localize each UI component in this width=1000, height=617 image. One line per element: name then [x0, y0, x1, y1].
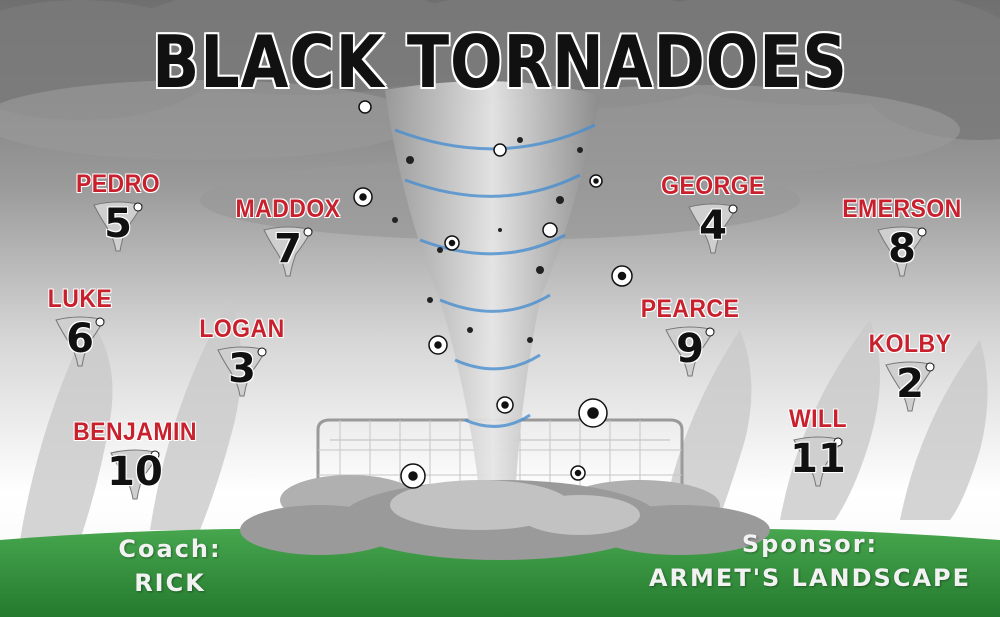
player-name: GEORGE — [661, 172, 765, 200]
player-name: LOGAN — [199, 315, 285, 343]
tornado-icon — [688, 203, 738, 254]
tornado-icon — [665, 326, 715, 377]
player-name: LUKE — [47, 285, 113, 313]
player-entry: MADDOX 7 — [208, 195, 368, 280]
tornado-icon — [263, 226, 313, 277]
player-entry: EMERSON 8 — [822, 195, 982, 280]
team-title: BLACK TORNADOES — [151, 19, 848, 106]
player-name: BENJAMIN — [73, 418, 197, 446]
player-name: EMERSON — [842, 195, 962, 223]
player-entry: KOLBY 2 — [830, 330, 990, 415]
player-entry: PEDRO 5 — [38, 170, 198, 255]
player-number: 3 — [228, 346, 256, 392]
player-entry: GEORGE 4 — [633, 172, 793, 257]
tornado-icon — [885, 361, 935, 412]
player-number: 2 — [896, 361, 924, 407]
player-entry: PEARCE 9 — [610, 295, 770, 380]
player-entry: LUKE 6 — [0, 285, 160, 370]
coach-name: RICK — [134, 569, 206, 597]
coach-label: Coach: — [118, 535, 222, 563]
player-number: 5 — [104, 201, 132, 247]
player-name: KOLBY — [868, 330, 952, 358]
sponsor-label: Sponsor: — [741, 530, 879, 558]
coach-credit: Coach: RICK — [100, 535, 240, 597]
player-number: 11 — [790, 436, 846, 482]
soccer-ball-icon — [353, 100, 633, 489]
player-number: 4 — [699, 203, 727, 249]
player-entry: BENJAMIN 10 — [55, 418, 215, 503]
sponsor-credit: Sponsor: ARMET'S LANDSCAPE — [620, 530, 1000, 592]
tornado-icon — [877, 226, 927, 277]
player-number: 9 — [676, 326, 704, 372]
tornado-icon — [793, 436, 843, 487]
player-number: 7 — [274, 226, 302, 272]
tornado-icon — [110, 449, 160, 500]
player-number: 6 — [66, 316, 94, 362]
player-name: PEARCE — [640, 295, 740, 323]
tornado-icon — [217, 346, 267, 397]
player-number: 8 — [888, 226, 916, 272]
player-name: PEDRO — [75, 170, 161, 198]
player-name: WILL — [788, 405, 848, 433]
player-entry: WILL 11 — [738, 405, 898, 490]
player-name: MADDOX — [235, 195, 341, 223]
tornado-icon — [55, 316, 105, 367]
player-number: 10 — [107, 449, 163, 495]
player-entry: LOGAN 3 — [162, 315, 322, 400]
sponsor-name: ARMET'S LANDSCAPE — [648, 564, 972, 592]
tornado-icon — [93, 201, 143, 252]
